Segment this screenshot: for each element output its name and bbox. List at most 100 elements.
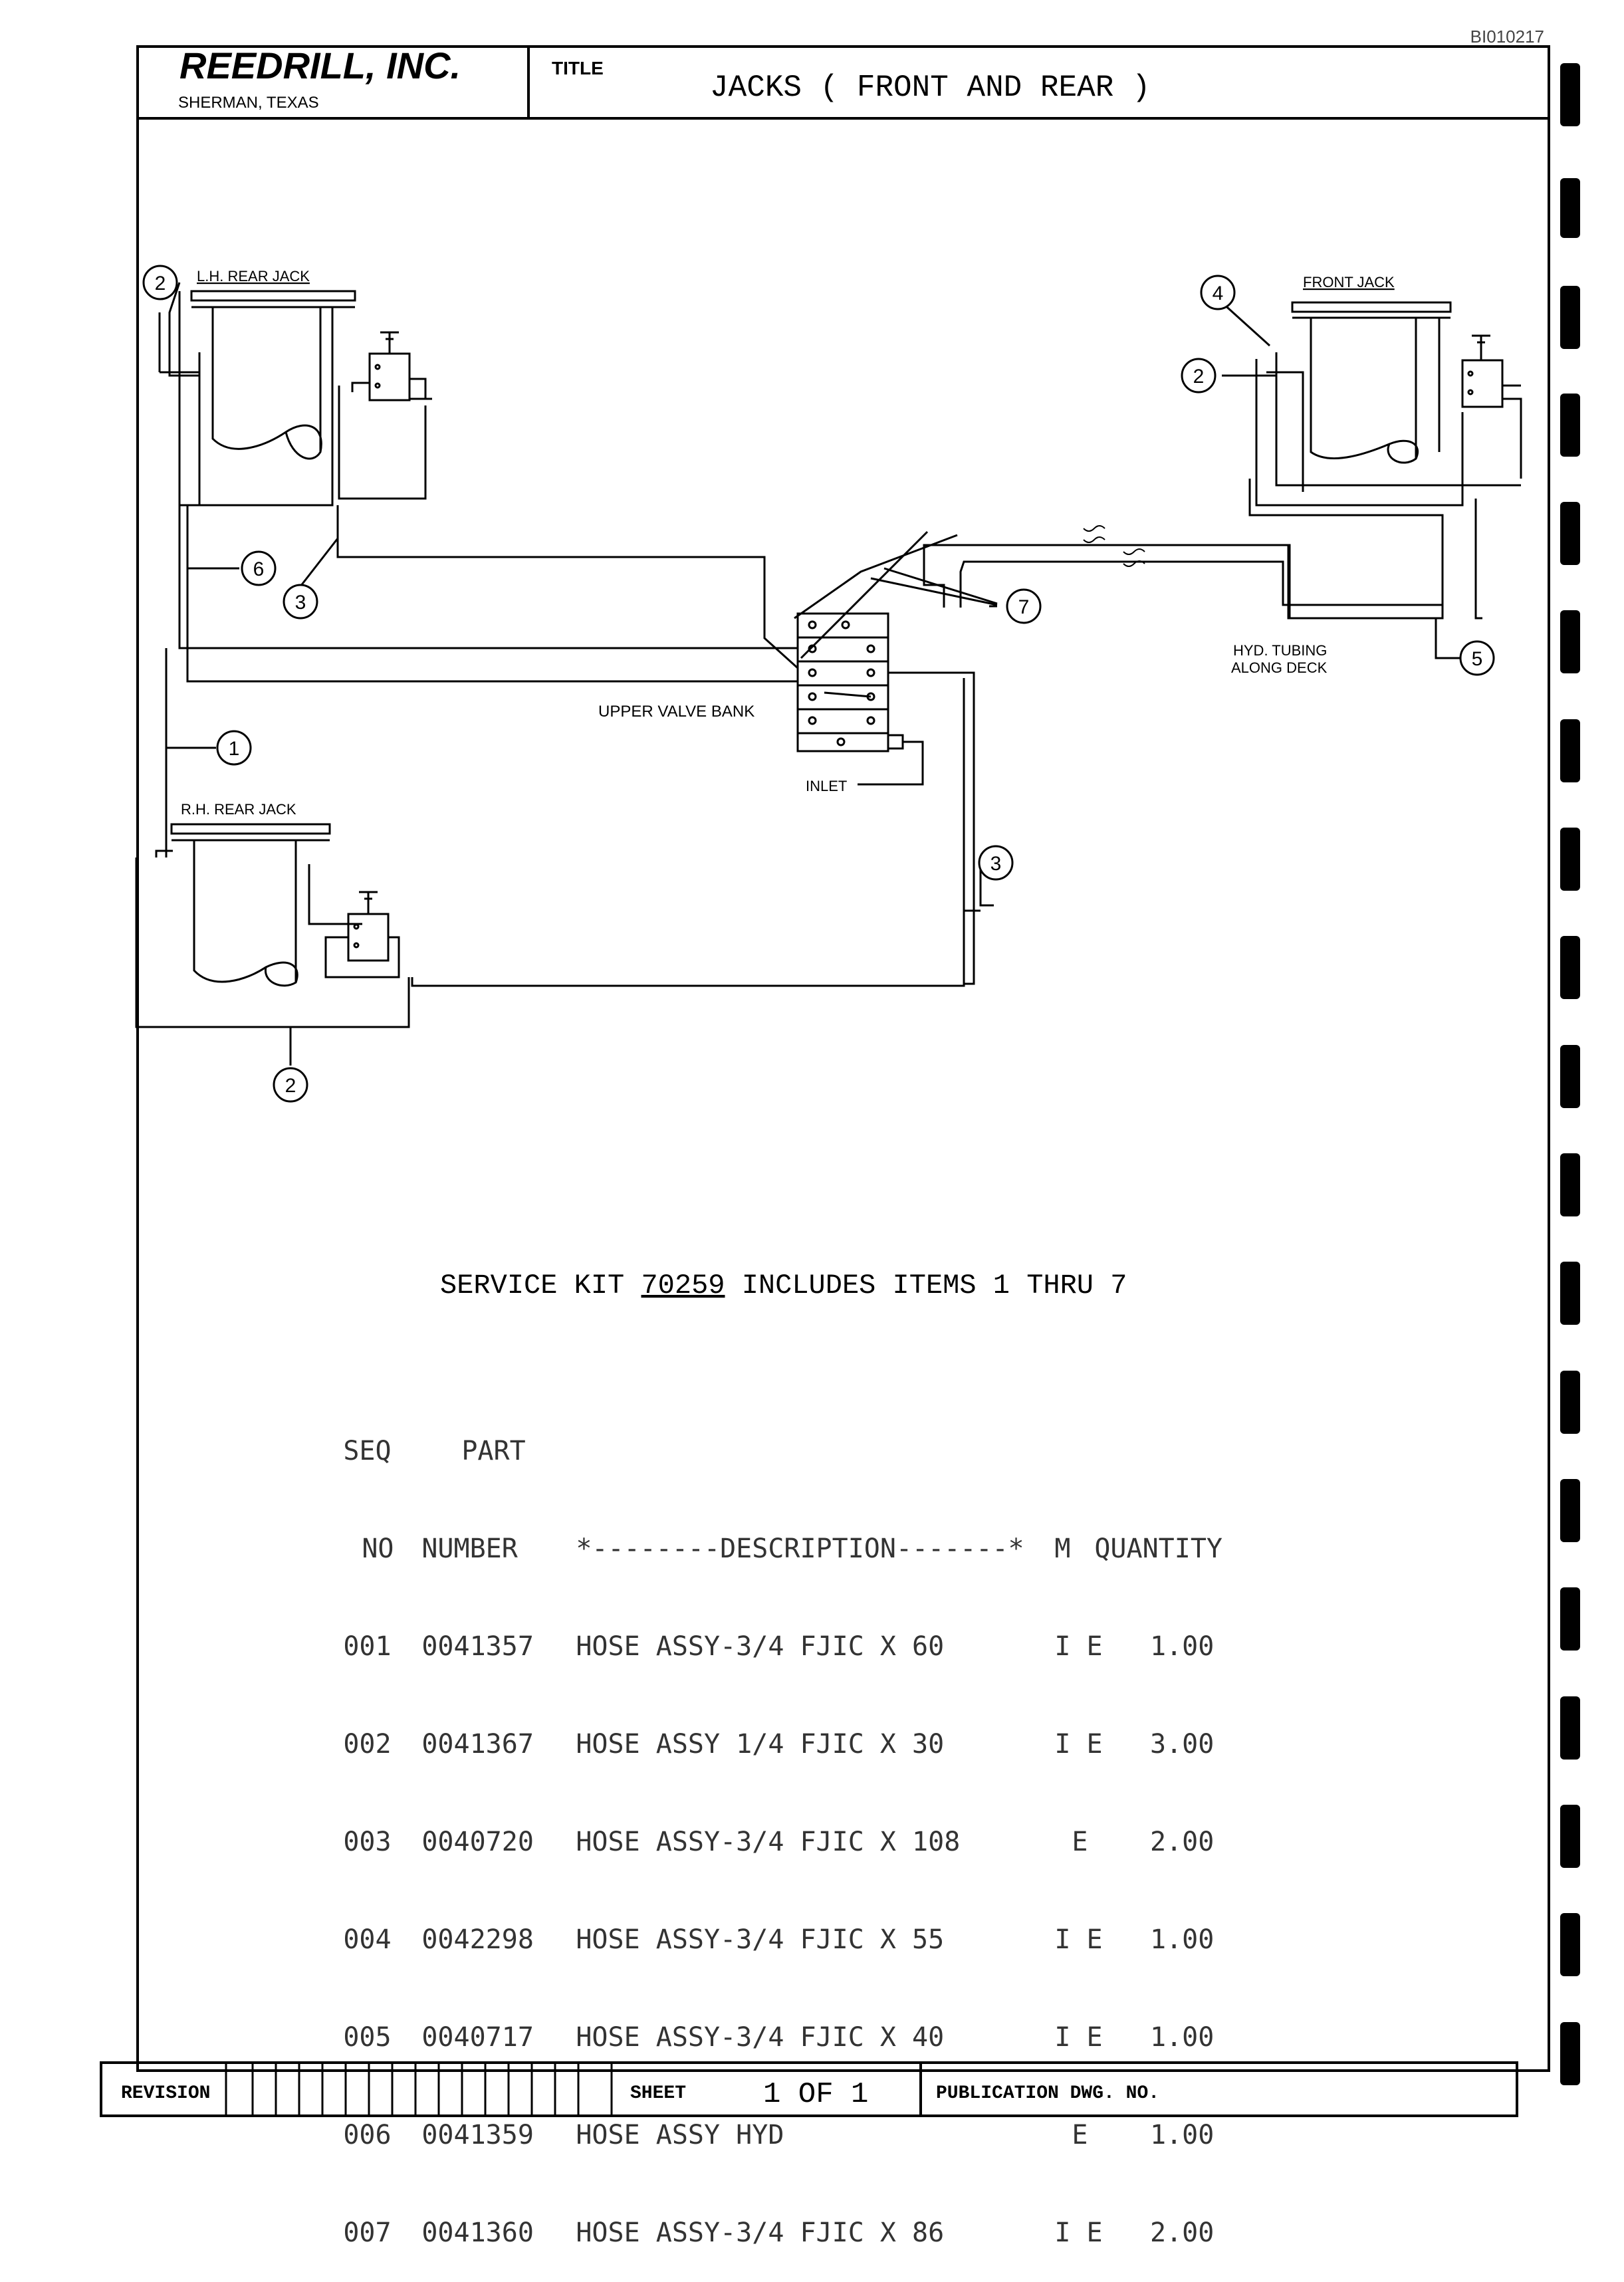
edge-mark — [1560, 1045, 1580, 1108]
publication-label: PUBLICATION DWG. NO. — [936, 2083, 1159, 2104]
svg-text:1: 1 — [229, 738, 240, 760]
table-row: 003 0040720 HOSE ASSY-3/4 FJIC X 108 E 2.00 — [279, 1793, 1222, 1857]
header-part: PART — [461, 1436, 526, 1466]
callout-2-front: 2 — [1181, 358, 1217, 394]
label-upper-valve-bank: UPPER VALVE BANK — [598, 703, 754, 721]
service-kit-line: SERVICE KIT 70259 INCLUDES ITEMS 1 THRU … — [440, 1270, 1127, 1302]
row-description: HOSE ASSY 1/4 FJIC X 30 — [576, 1729, 945, 1760]
row-part: 0040720 — [421, 1827, 534, 1857]
row-description: HOSE ASSY-3/4 FJIC X 86 — [576, 2218, 945, 2248]
edge-mark — [1560, 2022, 1580, 2085]
footer-block: REVISION SHEET 1 OF 1 PUBLICATION DWG. N… — [100, 2061, 1518, 2117]
row-quantity: 1.00 — [1150, 2120, 1215, 2150]
edge-mark — [1560, 936, 1580, 999]
edge-mark — [1560, 1805, 1580, 1868]
company-location: SHERMAN, TEXAS — [178, 94, 319, 112]
callout-7: 7 — [1006, 588, 1042, 624]
label-inlet: INLET — [806, 778, 847, 794]
label-along-deck: ALONG DECK — [1231, 659, 1328, 676]
drawing-title: JACKS ( FRONT AND REAR ) — [710, 70, 1151, 105]
row-description: HOSE ASSY-3/4 FJIC X 60 — [576, 1631, 945, 1662]
label-rh-rear-jack: R.H. REAR JACK — [181, 801, 296, 818]
row-m: I E — [1054, 1729, 1103, 1760]
edge-mark — [1560, 719, 1580, 782]
row-part: 0041367 — [421, 1729, 534, 1760]
hydraulic-diagram — [135, 282, 1522, 1066]
row-seq: 007 — [343, 2218, 392, 2248]
svg-text:7: 7 — [1018, 596, 1030, 618]
row-quantity: 2.00 — [1150, 2218, 1215, 2248]
row-part: 0041357 — [421, 1631, 534, 1662]
header-number: NUMBER — [421, 1534, 518, 1564]
service-kit-prefix: SERVICE KIT — [440, 1270, 624, 1302]
label-hyd-tubing: HYD. TUBING — [1233, 642, 1327, 659]
upper-valve-bank — [796, 612, 975, 985]
edge-mark — [1560, 828, 1580, 891]
callout-4: 4 — [1200, 275, 1236, 310]
document-id: BI010217 — [1470, 27, 1544, 47]
header-no: NO — [362, 1534, 394, 1564]
svg-text:3: 3 — [990, 853, 1002, 875]
svg-text:2: 2 — [1193, 366, 1205, 388]
company-name: REEDRILL, INC. — [179, 45, 461, 86]
edge-mark — [1560, 1913, 1580, 1976]
lh-rear-jack — [158, 290, 432, 507]
service-kit-suffix: INCLUDES ITEMS 1 THRU 7 — [742, 1270, 1127, 1302]
edge-mark — [1560, 286, 1580, 349]
edge-mark — [1560, 178, 1580, 238]
svg-text:5: 5 — [1472, 648, 1483, 670]
label-front-jack: FRONT JACK — [1303, 274, 1395, 290]
callout-1: 1 — [216, 730, 252, 766]
svg-text:3: 3 — [295, 592, 306, 614]
row-description: HOSE ASSY-3/4 FJIC X 108 — [576, 1827, 961, 1857]
row-seq: 004 — [343, 1924, 392, 1955]
diagram-labels: L.H. REAR JACK FRONT JACK R.H. REAR JACK… — [181, 268, 1395, 818]
callout-2-rh: 2 — [273, 1067, 308, 1103]
callout-2-lh: 2 — [142, 265, 178, 300]
row-part: 0042298 — [421, 1924, 534, 1955]
edge-mark — [1560, 1587, 1580, 1651]
row-m: I E — [1054, 2022, 1103, 2053]
row-part: 0041359 — [421, 2120, 534, 2150]
edge-mark — [1560, 1153, 1580, 1216]
drawing-sheet: BI010217 REEDRILL, INC. SHERMAN, TEXAS T… — [100, 27, 1550, 2117]
service-kit-number: 70259 — [641, 1270, 725, 1302]
callout-6: 6 — [241, 550, 277, 586]
svg-text:2: 2 — [155, 273, 166, 294]
row-quantity: 2.00 — [1150, 1827, 1215, 1857]
header-quantity: QUANTITY — [1094, 1534, 1222, 1564]
row-quantity: 3.00 — [1150, 1729, 1215, 1760]
header-description: *--------DESCRIPTION-------* — [576, 1534, 1024, 1564]
row-seq: 003 — [343, 1827, 392, 1857]
edge-mark — [1560, 1262, 1580, 1325]
title-block: REEDRILL, INC. SHERMAN, TEXAS TITLE JACK… — [138, 45, 1549, 120]
edge-mark — [1560, 394, 1580, 457]
title-label: TITLE — [552, 58, 604, 78]
callouts: 2 4 2 6 3 7 5 1 — [142, 265, 1495, 1103]
label-lh-rear-jack: L.H. REAR JACK — [197, 268, 310, 285]
svg-text:6: 6 — [253, 558, 265, 580]
callout-3-lower: 3 — [978, 845, 1014, 881]
row-m: I E — [1054, 1924, 1103, 1955]
rh-rear-jack — [135, 678, 981, 1044]
row-quantity: 1.00 — [1150, 1631, 1215, 1662]
break-marks — [1083, 525, 1145, 567]
row-m: I E — [1054, 2218, 1103, 2248]
revision-label: REVISION — [121, 2083, 210, 2104]
row-description: HOSE ASSY HYD — [576, 2120, 784, 2150]
row-m: E — [1072, 1827, 1088, 1857]
row-quantity: 1.00 — [1150, 1924, 1215, 1955]
svg-text:SERVICE KIT 70259 INCLUDES ITE: SERVICE KIT 70259 INCLUDES ITEMS 1 THRU … — [440, 1270, 1127, 1302]
row-seq: 005 — [343, 2022, 392, 2053]
edge-mark — [1560, 502, 1580, 565]
row-part: 0040717 — [421, 2022, 534, 2053]
edge-mark — [1560, 610, 1580, 673]
svg-text:4: 4 — [1213, 283, 1224, 304]
edge-mark — [1560, 1696, 1580, 1760]
sheet-border — [136, 45, 1550, 2072]
